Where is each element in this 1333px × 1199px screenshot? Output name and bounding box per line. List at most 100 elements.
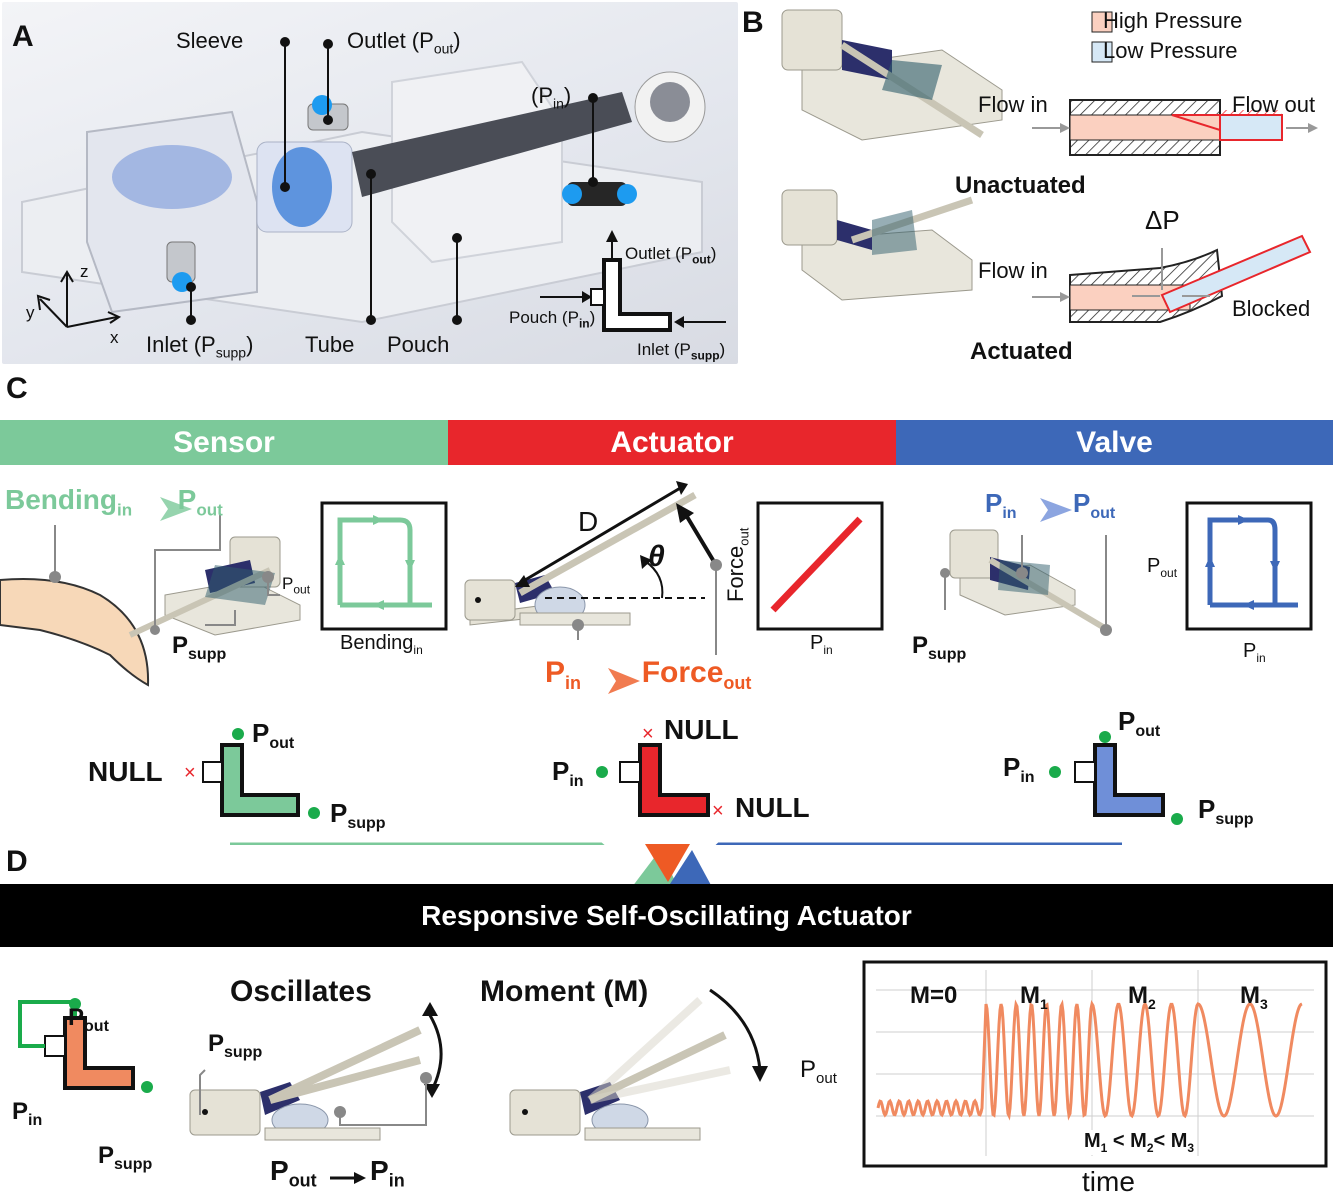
hand-icon: [0, 578, 150, 687]
svg-text:×: ×: [642, 723, 654, 745]
flow-in-label: Flow in: [978, 92, 1048, 117]
valve-hysteresis: [1207, 517, 1298, 608]
actuator-sym-top: NULL: [664, 714, 739, 745]
axis-x-label: x: [110, 328, 119, 347]
panel-c-drawings: × × ×: [0, 481, 1313, 845]
chart-m3: M3: [1240, 982, 1268, 1012]
band-sensor: Sensor: [0, 420, 448, 465]
panel-a-device: [21, 37, 726, 332]
delta-p-label: ΔP: [1145, 205, 1180, 235]
sensor-hysteresis: [337, 517, 432, 608]
outlet-label: Outlet (Pout): [347, 28, 461, 57]
symbol-outlet-label: Outlet (Pout): [625, 244, 717, 267]
pin-label: (Pin): [531, 83, 572, 112]
panel-c-letter: C: [6, 372, 28, 405]
sensor-arrow-icon: [160, 497, 192, 521]
sensor-sym-right: Psupp: [330, 798, 386, 833]
flow-out-label: Flow out: [1232, 92, 1316, 117]
pouch-label: Pouch: [387, 332, 450, 357]
valve-arrow-icon: [1040, 498, 1072, 522]
moment-device: [509, 997, 731, 1141]
sensor-sym-left: NULL: [88, 756, 163, 787]
axis-z-label: z: [80, 262, 89, 281]
chart-m1: M1: [1020, 982, 1048, 1012]
sensor-input-label: Bendingin Pout: [5, 484, 223, 520]
symbol-inlet-label: Inlet (Psupp): [637, 340, 726, 363]
panel-d-drawings: [18, 988, 768, 1184]
blocked-label: Blocked: [1232, 296, 1311, 321]
valve-sym-right: Psupp: [1198, 794, 1254, 829]
chart-m0: M=0: [910, 982, 958, 1009]
chart-x-label: time: [1082, 1166, 1135, 1197]
actuator-device: [464, 491, 697, 626]
svg-text:×: ×: [184, 762, 196, 784]
oscillates-label: Oscillates: [230, 975, 372, 1008]
actuator-theta-label: θ: [648, 540, 665, 573]
actuator-io-label: Pin Forceout: [545, 656, 752, 693]
panel-b-drawing: [781, 9, 1318, 323]
device-unactuated: [781, 9, 1003, 141]
actuator-plot-x: Pin: [810, 632, 833, 657]
axes-icon: [36, 270, 122, 328]
valve-symbol-a: [540, 230, 726, 332]
d-sym-right: Psupp: [98, 1142, 153, 1173]
actuator-plot-y: Forceout: [723, 527, 752, 602]
sensor-plot-frame: [320, 501, 448, 631]
d-pout-label: Pout: [270, 1155, 317, 1191]
band-actuator: Actuator: [448, 420, 896, 465]
panel-a-letter: A: [12, 20, 34, 53]
valve-symbol: [1049, 731, 1183, 825]
valve-plot-y: Pout: [1147, 555, 1178, 580]
valve-sym-top: Pout: [1118, 706, 1161, 741]
actuator-symbol: × ×: [596, 723, 724, 822]
tube-label: Tube: [305, 332, 355, 357]
tube: [352, 92, 632, 197]
d-pin-label: Pin: [370, 1155, 405, 1191]
d-sym-top: Pout: [68, 1004, 109, 1035]
panel-b-letter: B: [742, 6, 764, 39]
sensor-sym-top: Pout: [252, 718, 295, 753]
valve-device: [949, 529, 1110, 633]
panel-d-letter: D: [6, 845, 28, 878]
section-unactuated: [1032, 99, 1318, 156]
pout-trace: [876, 999, 1303, 1121]
legend-high-label: High Pressure: [1103, 8, 1243, 33]
actuator-linear-line: [770, 516, 863, 613]
sensor-plot-y: Pout: [282, 574, 311, 597]
device-actuated: [781, 189, 974, 301]
oscillating-device: [189, 1026, 422, 1141]
sleeve-label: Sleeve: [176, 28, 244, 53]
inlet-label: Inlet (Psupp): [146, 332, 254, 361]
banner: Responsive Self-Oscillating Actuator: [0, 884, 1333, 947]
chart-relation: M1 < M2< M3: [1082, 1130, 1197, 1155]
legend-high-swatch: [1091, 11, 1113, 33]
valve-psupp: Psupp: [912, 632, 967, 663]
sensor-plot-x: Bendingin: [340, 632, 423, 657]
d-sym-left: Pin: [12, 1098, 43, 1129]
unactuated-label: Unactuated: [955, 172, 1086, 199]
chart-m2: M2: [1128, 982, 1156, 1012]
sensor-symbol: ×: [184, 728, 320, 819]
sensor-psupp: Psupp: [172, 632, 227, 663]
legend-low-swatch: [1091, 41, 1113, 63]
chart-y-label: Pout: [800, 1056, 837, 1087]
valve-sym-left: Pin: [1003, 752, 1035, 787]
flow-in2-label: Flow in: [978, 258, 1048, 283]
d-symbol: [18, 998, 153, 1093]
valve-plot-x: Pin: [1243, 640, 1266, 665]
band-valve: Valve: [896, 420, 1333, 465]
svg-text:×: ×: [712, 800, 724, 822]
section-actuated: [1032, 234, 1312, 323]
d-psupp-label: Psupp: [208, 1030, 263, 1061]
actuator-sym-left: Pin: [552, 756, 584, 791]
merge-arrows: [632, 844, 712, 887]
moment-label: Moment (M): [480, 975, 649, 1008]
symbol-pouch-label: Pouch (Pin): [509, 308, 596, 331]
actuator-d-label: D: [578, 506, 599, 537]
actuated-label: Actuated: [970, 338, 1073, 365]
actuator-sym-right: NULL: [735, 792, 810, 823]
valve-io-label: Pin Pout: [985, 488, 1116, 523]
axis-y-label: y: [26, 303, 35, 322]
actuator-arrow-icon: [608, 668, 640, 694]
legend-low-label: Low Pressure: [1103, 38, 1238, 63]
